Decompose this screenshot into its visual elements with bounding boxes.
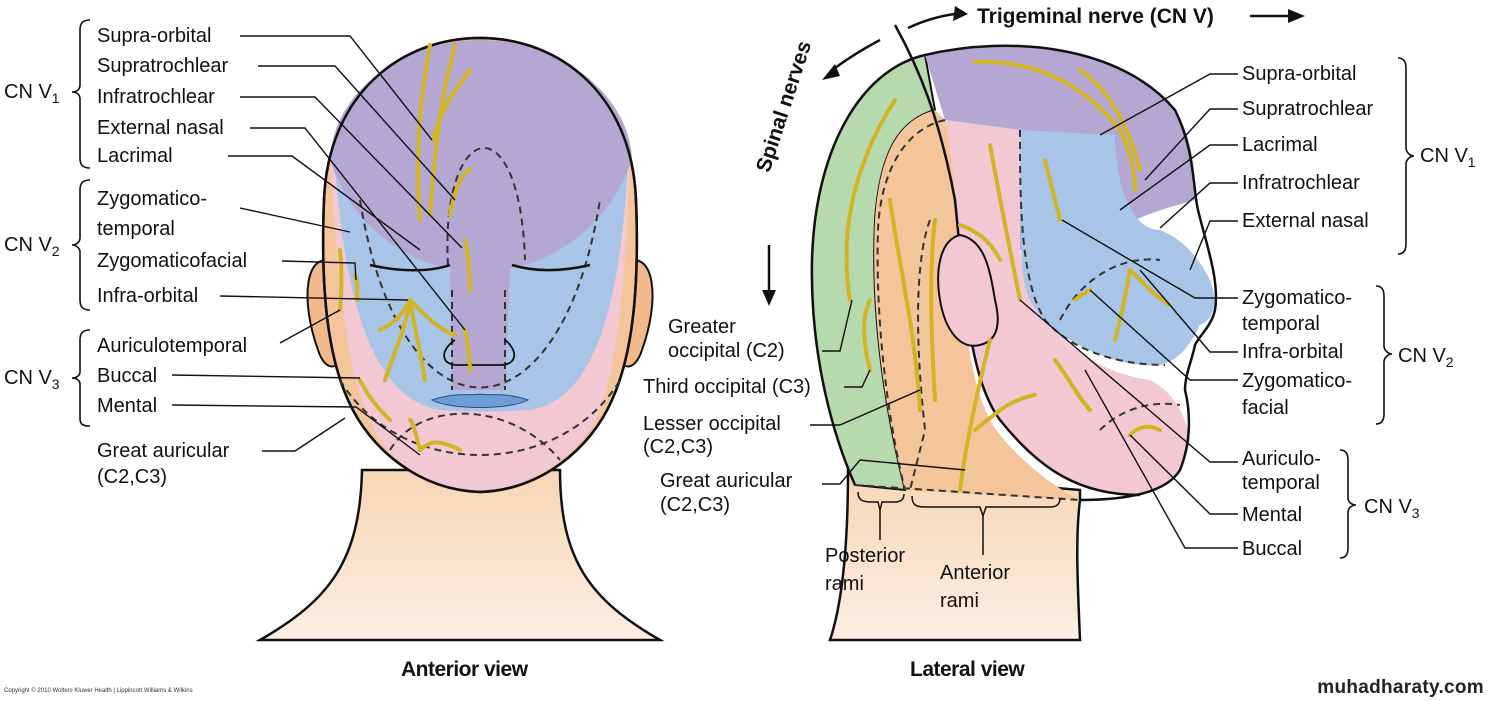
rami-braces — [857, 491, 1061, 555]
anterior-leader-lines — [171, 35, 466, 456]
group-name: CN V — [4, 81, 52, 103]
group-name: CN V — [4, 234, 52, 256]
lat-label-temporal: temporal — [1242, 313, 1320, 335]
lateral-braces — [1339, 57, 1415, 559]
label-supratrochlear: Supratrochlear — [97, 55, 229, 77]
trigeminal-title: Trigeminal nerve (CN V) — [977, 5, 1214, 28]
anterior-group-cn-v2: CN V2 — [4, 234, 60, 262]
lat-label-auriculo: Auriculo- — [1242, 448, 1321, 470]
arrow-down-icon — [762, 290, 776, 306]
lat-label-mental: Mental — [1242, 504, 1303, 526]
label-lateral-great-auricular: Great auricular — [660, 470, 793, 492]
label-third-occipital: Third occipital (C3) — [643, 376, 811, 398]
anterior-v1-region — [330, 40, 632, 390]
lat-label-supratrochlear: Supratrochlear — [1242, 98, 1374, 120]
lat-label-external-nasal: External nasal — [1242, 210, 1369, 232]
copyright-notice: Copyright © 2010 Wolters Kluwer Health |… — [4, 688, 193, 694]
label-great-auricular-segments: (C2,C3) — [97, 466, 168, 488]
label-anterior-rami: rami — [940, 590, 979, 612]
arrow-heads — [762, 6, 1305, 306]
group-name: CN V — [4, 367, 52, 389]
lat-label-buccal: Buccal — [1242, 538, 1303, 560]
lat-label-temporal-2: temporal — [1242, 472, 1320, 494]
label-lesser-occipital: Lesser occipital — [643, 413, 781, 435]
group-subscript: 3 — [51, 376, 60, 392]
label-lateral-great-auricular-segments: (C2,C3) — [660, 494, 731, 516]
arrow-down-left-icon — [822, 64, 840, 80]
anterior-lips — [430, 393, 530, 408]
label-supra-orbital: Supra-orbital — [97, 25, 212, 47]
anterior-nose — [443, 339, 516, 366]
label-lesser-occipital-segments: (C2,C3) — [643, 436, 714, 458]
arrow-right-icon — [953, 6, 968, 21]
label-lacrimal: Lacrimal — [97, 145, 173, 167]
label-zygomatico: Zygomatico- — [97, 188, 208, 210]
lateral-view-caption: Lateral view — [910, 658, 1025, 681]
label-posterior-rami: rami — [825, 573, 864, 595]
lateral-anterior-rami-region — [874, 110, 1080, 500]
group-name: CN V — [1420, 145, 1468, 167]
anterior-braces — [71, 19, 91, 427]
label-zygomaticofacial: Zygomaticofacial — [97, 250, 248, 272]
anterior-group-cn-v3: CN V3 — [4, 367, 60, 395]
anterior-left-eye — [369, 263, 451, 272]
lateral-head — [762, 6, 1415, 642]
lat-label-lacrimal: Lacrimal — [1242, 134, 1318, 156]
anterior-neck — [255, 468, 665, 642]
anterior-head — [71, 19, 665, 642]
lat-label-zygomatico-2: Zygomatico- — [1242, 370, 1353, 392]
lateral-leader-lines — [810, 73, 1238, 549]
label-external-nasal: External nasal — [97, 117, 224, 139]
group-name: CN V — [1364, 496, 1412, 518]
label-mental: Mental — [97, 395, 158, 417]
label-great-auricular: Great auricular — [97, 440, 230, 462]
label-infra-orbital: Infra-orbital — [97, 285, 199, 307]
group-subscript: 3 — [1411, 505, 1420, 521]
lateral-group-cn-v3: CN V3 — [1364, 496, 1420, 524]
label-buccal: Buccal — [97, 365, 158, 387]
group-subscript: 2 — [1445, 354, 1454, 370]
label-infratrochlear: Infratrochlear — [97, 86, 215, 108]
group-subscript: 1 — [1467, 154, 1476, 170]
anterior-nerve-branches — [338, 43, 472, 452]
lat-label-infratrochlear: Infratrochlear — [1242, 172, 1360, 194]
label-anterior: Anterior — [940, 562, 1011, 584]
label-greater-occipital-c2: occipital (C2) — [668, 340, 785, 362]
lat-label-supra-orbital: Supra-orbital — [1242, 63, 1357, 85]
group-subscript: 2 — [51, 243, 60, 259]
lateral-ear — [937, 233, 999, 347]
label-greater-occipital: Greater — [668, 316, 736, 338]
lateral-v3-region — [945, 120, 1190, 495]
lateral-group-cn-v1: CN V1 — [1420, 145, 1476, 173]
lat-label-facial: facial — [1242, 397, 1289, 419]
lateral-nerve-branches — [844, 59, 1172, 492]
group-name: CN V — [1398, 345, 1446, 367]
lat-label-zygomatico: Zygomatico- — [1242, 287, 1353, 309]
group-subscript: 1 — [51, 90, 60, 106]
lateral-group-cn-v2: CN V2 — [1398, 345, 1454, 373]
label-posterior: Posterior — [825, 545, 906, 567]
lateral-neck — [828, 468, 1082, 642]
anterior-view-caption: Anterior view — [401, 658, 528, 681]
anterior-group-cn-v1: CN V1 — [4, 81, 60, 109]
arrow-right-icon — [1288, 9, 1305, 23]
label-temporal: temporal — [97, 218, 175, 240]
anterior-right-eye — [511, 263, 591, 272]
watermark: muhadharaty.com — [1317, 677, 1484, 698]
label-auriculotemporal: Auriculotemporal — [97, 335, 248, 357]
lat-label-infra-orbital: Infra-orbital — [1242, 341, 1344, 363]
